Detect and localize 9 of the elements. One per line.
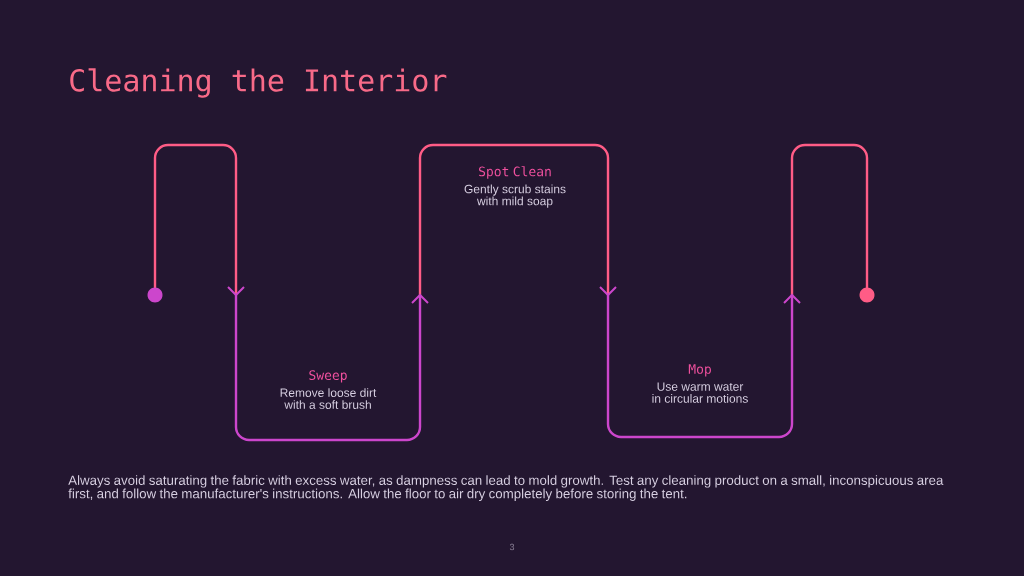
step-heading: Spot Clean — [479, 166, 551, 179]
step-description: Remove loose dirt with a soft brush — [280, 388, 377, 409]
step-description: Gently scrub stains with mild soap — [464, 184, 566, 208]
note-paragraph: Always avoid saturating the fabric with excess water, as dampness can lead to mold growth. Test any cleaning product on a small, inconspicuous area first, and follow the manufacturer's instructions. Allow the floor to air dry completely before storing the tent. — [68, 475, 944, 501]
step-heading: Mop — [688, 364, 711, 377]
step-heading: Sweep — [309, 370, 347, 383]
step-description: Use warm water in circular motions — [652, 382, 748, 403]
page-number: 3 — [509, 543, 515, 551]
title: Cleaning the Interior — [70, 68, 447, 98]
